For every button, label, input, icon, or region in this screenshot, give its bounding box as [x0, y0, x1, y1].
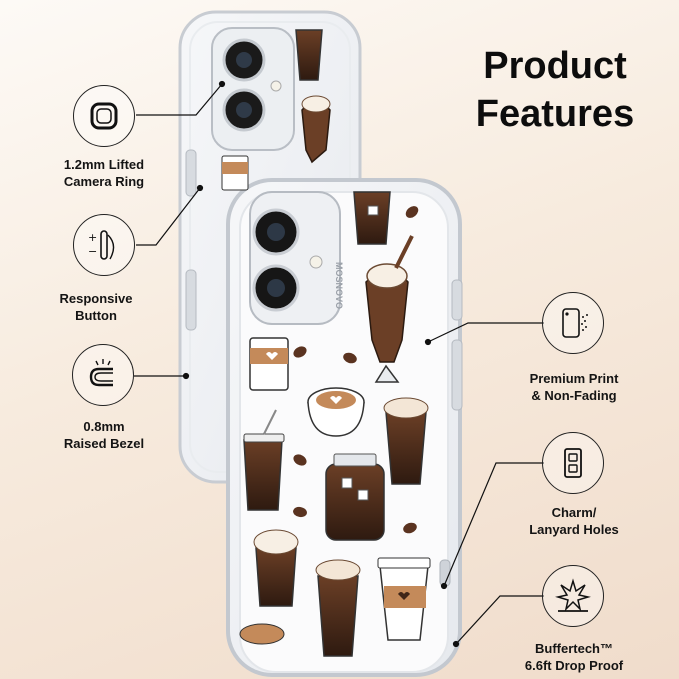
- side-button-icon: + −: [88, 230, 115, 260]
- raised-bezel-feature-badge: [72, 344, 134, 406]
- coffee-print-pattern: [221, 29, 431, 657]
- feature-lanyard-holes: Charm/ Lanyard Holes: [529, 505, 619, 537]
- feature-responsive-button: Responsive Button: [59, 291, 133, 323]
- premium-print-feature-badge: [542, 292, 604, 354]
- drop-proof-feature-badge: [542, 565, 604, 627]
- svg-text:+: +: [88, 231, 97, 244]
- lanyard-holes-feature-badge: [542, 432, 604, 494]
- leader-lines: [134, 80, 544, 648]
- responsive-button-feature-badge: + −: [73, 214, 135, 276]
- drop-impact-icon: [555, 578, 591, 612]
- lanyard-hole-icon: [564, 448, 582, 478]
- raised-bezel-icon: [89, 359, 113, 387]
- feature-premium-print: Premium Print & Non-Fading: [529, 371, 619, 403]
- case-brand-text: MOSNOVO: [334, 262, 344, 309]
- title-line-2: Features: [475, 93, 635, 135]
- svg-text:−: −: [88, 245, 97, 258]
- camera-ring-icon: [90, 102, 118, 130]
- print-phone-icon: [562, 308, 588, 338]
- page-title: Product Features: [440, 42, 670, 138]
- feature-raised-bezel: 0.8mm Raised Bezel: [63, 419, 145, 451]
- feature-drop-proof: Buffertech™ 6.6ft Drop Proof: [524, 641, 624, 673]
- camera-ring-feature-badge: [73, 85, 135, 147]
- title-line-1: Product: [483, 45, 627, 87]
- feature-camera-ring: 1.2mm Lifted Camera Ring: [63, 157, 145, 189]
